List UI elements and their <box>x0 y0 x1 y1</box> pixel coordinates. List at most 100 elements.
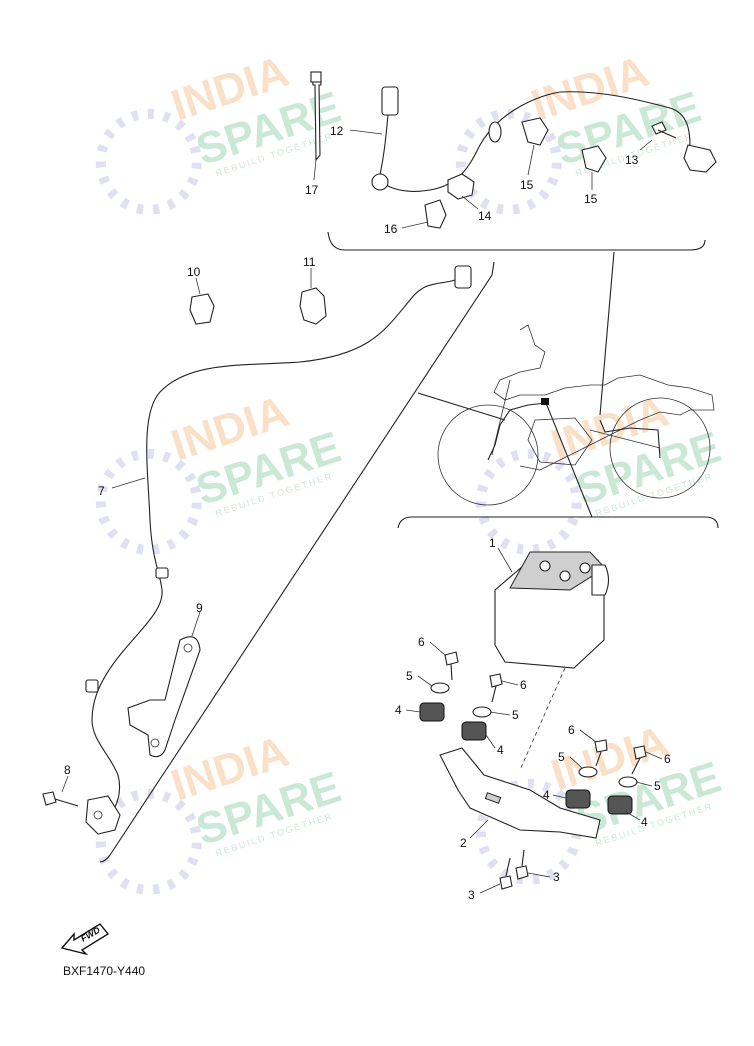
leader-10 <box>195 277 201 295</box>
leader-abs-to-bike <box>545 402 593 518</box>
bolt-6 <box>489 673 503 703</box>
callout-15a: 15 <box>520 178 534 192</box>
bolt-8-shank <box>54 798 79 807</box>
bracket-9 <box>127 636 201 758</box>
watermark-wrench-icon <box>455 108 562 215</box>
bike-engine <box>527 417 593 466</box>
grommet-upper <box>488 121 502 143</box>
collar-5 <box>472 706 492 718</box>
callout-9: 9 <box>196 601 203 615</box>
damper-4c <box>565 789 591 809</box>
callout-8: 8 <box>64 763 71 777</box>
collar-5 <box>618 776 638 788</box>
callout-12: 12 <box>330 124 344 138</box>
leader-5d <box>635 781 653 787</box>
callout-leaders <box>61 129 653 894</box>
callout-7: 7 <box>98 484 105 498</box>
watermark-group: INDIA SPARE REBUILD TOGETHER INDIA SPARE… <box>95 47 727 895</box>
leader-top-to-bike <box>599 251 615 416</box>
clip-15a <box>521 117 549 146</box>
leader-left-to-bike <box>417 392 506 421</box>
leader-5b <box>489 711 511 716</box>
grommet-12 <box>371 173 389 191</box>
bike-body <box>493 324 715 471</box>
callout-6c: 6 <box>568 723 575 737</box>
watermark-wrench-icon <box>95 108 202 215</box>
collar-5 <box>430 682 450 694</box>
callout-11: 11 <box>303 255 316 269</box>
collar-5 <box>578 766 598 778</box>
motorcycle-silhouette <box>437 324 715 506</box>
front-lead-grommet-a <box>155 567 169 579</box>
leader-9 <box>191 611 201 637</box>
watermark-5: INDIA SPARE REBUILD TOGETHER <box>95 727 347 895</box>
front-sensor-head-hole <box>93 810 103 820</box>
leader-13 <box>639 139 653 151</box>
bolt-13 <box>651 121 677 139</box>
fwd-arrow-icon: FWD <box>60 923 110 956</box>
front-sensor-lead-7 <box>91 279 456 816</box>
leader-5c <box>569 756 583 769</box>
abs-port <box>579 562 591 574</box>
callout-10: 10 <box>187 265 201 279</box>
bike-fork <box>491 379 511 456</box>
callout-17: 17 <box>305 183 319 197</box>
bike-rear-wire <box>599 419 661 459</box>
top-section-frame <box>327 231 706 251</box>
leader-3b <box>527 872 551 878</box>
rear-wheel <box>609 397 711 499</box>
damper-4b <box>461 721 487 741</box>
holder-16 <box>424 199 447 229</box>
callout-labels: 17 12 13 14 15 15 16 10 11 7 9 8 1 2 3 3… <box>64 124 671 902</box>
section-frames <box>99 231 719 863</box>
callout-16: 16 <box>384 222 398 236</box>
front-sensor-head <box>85 795 121 835</box>
callout-6a: 6 <box>418 635 425 649</box>
leader-7 <box>111 477 146 489</box>
bracket-9-hole <box>150 738 160 748</box>
bike-swingarm <box>589 429 661 449</box>
bolt-3 <box>515 849 529 880</box>
bike-abs-unit-marker <box>541 398 549 405</box>
left-section-parts <box>42 265 472 835</box>
bolt-3 <box>499 857 513 890</box>
front-lead-grommet-b <box>85 679 99 693</box>
leader-6a <box>429 641 447 657</box>
leader-6d <box>645 751 663 760</box>
bolt-6 <box>444 651 459 681</box>
leader-5a <box>417 675 433 687</box>
clip-15b <box>581 145 607 173</box>
callout-13: 13 <box>625 153 639 167</box>
clamp-14 <box>447 173 475 200</box>
clip-10 <box>189 293 215 325</box>
drawing-code: BXF1470-Y440 <box>63 964 145 978</box>
callout-15b: 15 <box>584 192 598 206</box>
bike-front-wire <box>487 402 547 461</box>
watermark-2: INDIA SPARE REBUILD TOGETHER <box>455 47 707 215</box>
callout-3a: 3 <box>468 888 475 902</box>
callout-6b: 6 <box>520 678 527 692</box>
abs-top-block <box>509 551 606 591</box>
leader-1 <box>497 547 513 573</box>
leader-14 <box>461 195 479 210</box>
leader-4b <box>485 734 496 749</box>
sensor-connector-12 <box>381 86 399 116</box>
callout-5d: 5 <box>654 779 661 793</box>
leader-6b <box>501 680 519 686</box>
callout-4a: 4 <box>395 703 402 717</box>
callout-2: 2 <box>460 836 467 850</box>
leader-4d <box>625 811 641 821</box>
leader-3a <box>479 883 501 894</box>
callout-3b: 3 <box>553 870 560 884</box>
callout-1: 1 <box>489 536 496 550</box>
bracket-9-hole <box>183 643 193 653</box>
rear-sensor-head <box>683 144 717 173</box>
top-section-parts <box>310 71 717 229</box>
abs-dash-line <box>519 667 566 771</box>
abs-port <box>539 560 551 572</box>
leader-15a <box>527 144 535 176</box>
abs-section-parts <box>419 551 647 890</box>
callout-4b: 4 <box>497 743 504 757</box>
left-section-frame <box>99 261 495 863</box>
